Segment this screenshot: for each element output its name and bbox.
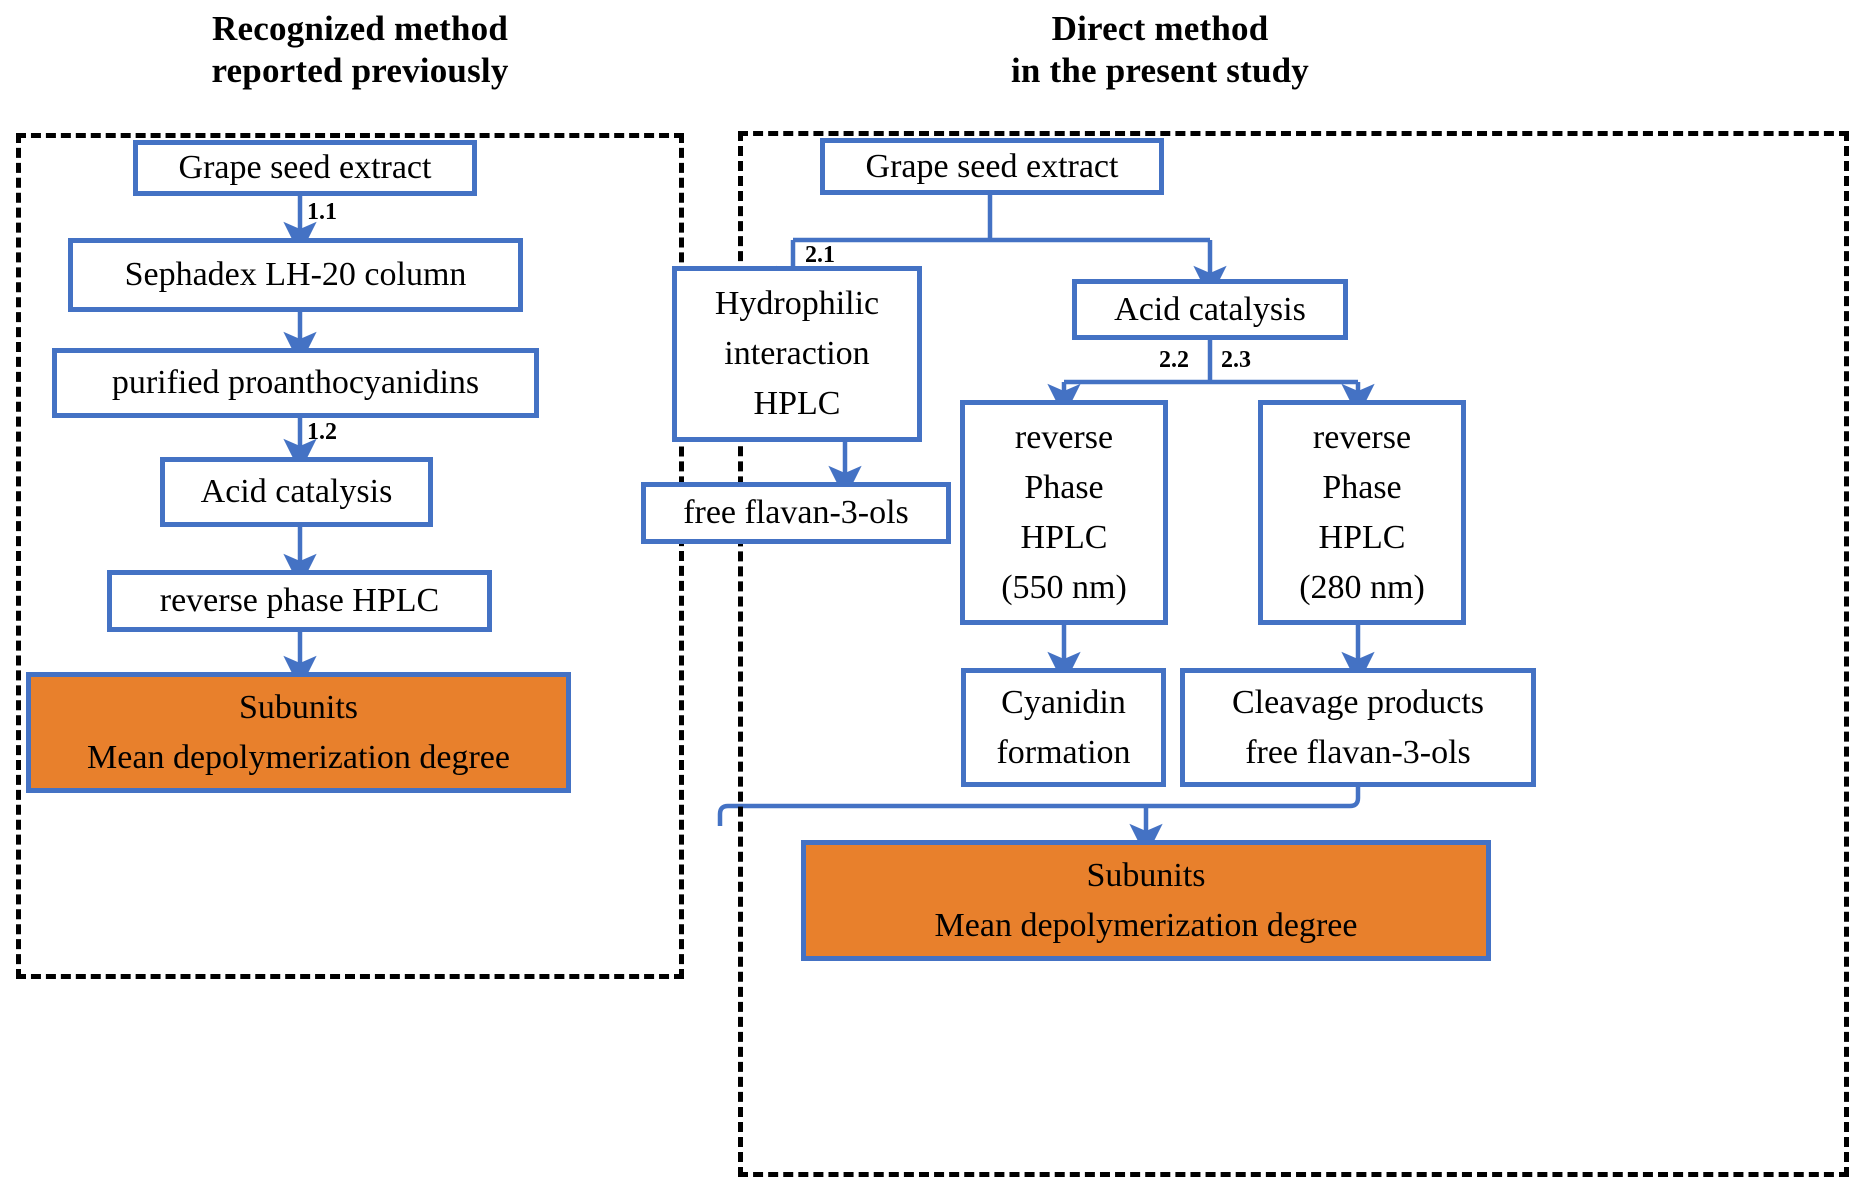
node-grape-seed-extract-right[interactable]: Grape seed extract xyxy=(820,138,1164,195)
node-cyanidin-formation[interactable]: Cyanidin formation xyxy=(961,668,1166,787)
node-purified-proanthocyanidins[interactable]: purified proanthocyanidins xyxy=(52,348,539,418)
node-free-flavan-3-ols[interactable]: free flavan-3-ols xyxy=(641,482,951,544)
node-result-right[interactable]: Subunits Mean depolymerization degree xyxy=(801,840,1491,961)
node-reverse-phase-hplc-280[interactable]: reverse Phase HPLC (280 nm) xyxy=(1258,400,1466,625)
panel-direct-method xyxy=(738,131,1849,1177)
node-acid-catalysis-right[interactable]: Acid catalysis xyxy=(1072,279,1348,340)
page-title-left: Recognized method reported previously xyxy=(211,9,509,90)
node-grape-seed-extract-left[interactable]: Grape seed extract xyxy=(133,140,477,196)
node-acid-catalysis-left[interactable]: Acid catalysis xyxy=(160,457,433,527)
node-cleavage-products[interactable]: Cleavage products free flavan-3-ols xyxy=(1180,668,1536,787)
step-label-1-2: 1.2 xyxy=(307,419,337,445)
step-label-1-1: 1.1 xyxy=(307,199,337,225)
node-reverse-phase-hplc-550[interactable]: reverse Phase HPLC (550 nm) xyxy=(960,400,1168,625)
step-label-2-2: 2.2 xyxy=(1159,347,1189,373)
node-hydrophilic-interaction-hplc[interactable]: Hydrophilic interaction HPLC xyxy=(672,266,922,442)
node-result-left[interactable]: Subunits Mean depolymerization degree xyxy=(26,672,571,793)
step-label-2-1: 2.1 xyxy=(805,242,835,268)
panel-recognized-method xyxy=(16,133,684,979)
node-reverse-phase-hplc-left[interactable]: reverse phase HPLC xyxy=(107,570,492,632)
node-sephadex-column[interactable]: Sephadex LH-20 column xyxy=(68,238,523,312)
page-title-right: Direct method in the present study xyxy=(1011,9,1309,90)
step-label-2-3: 2.3 xyxy=(1221,347,1251,373)
